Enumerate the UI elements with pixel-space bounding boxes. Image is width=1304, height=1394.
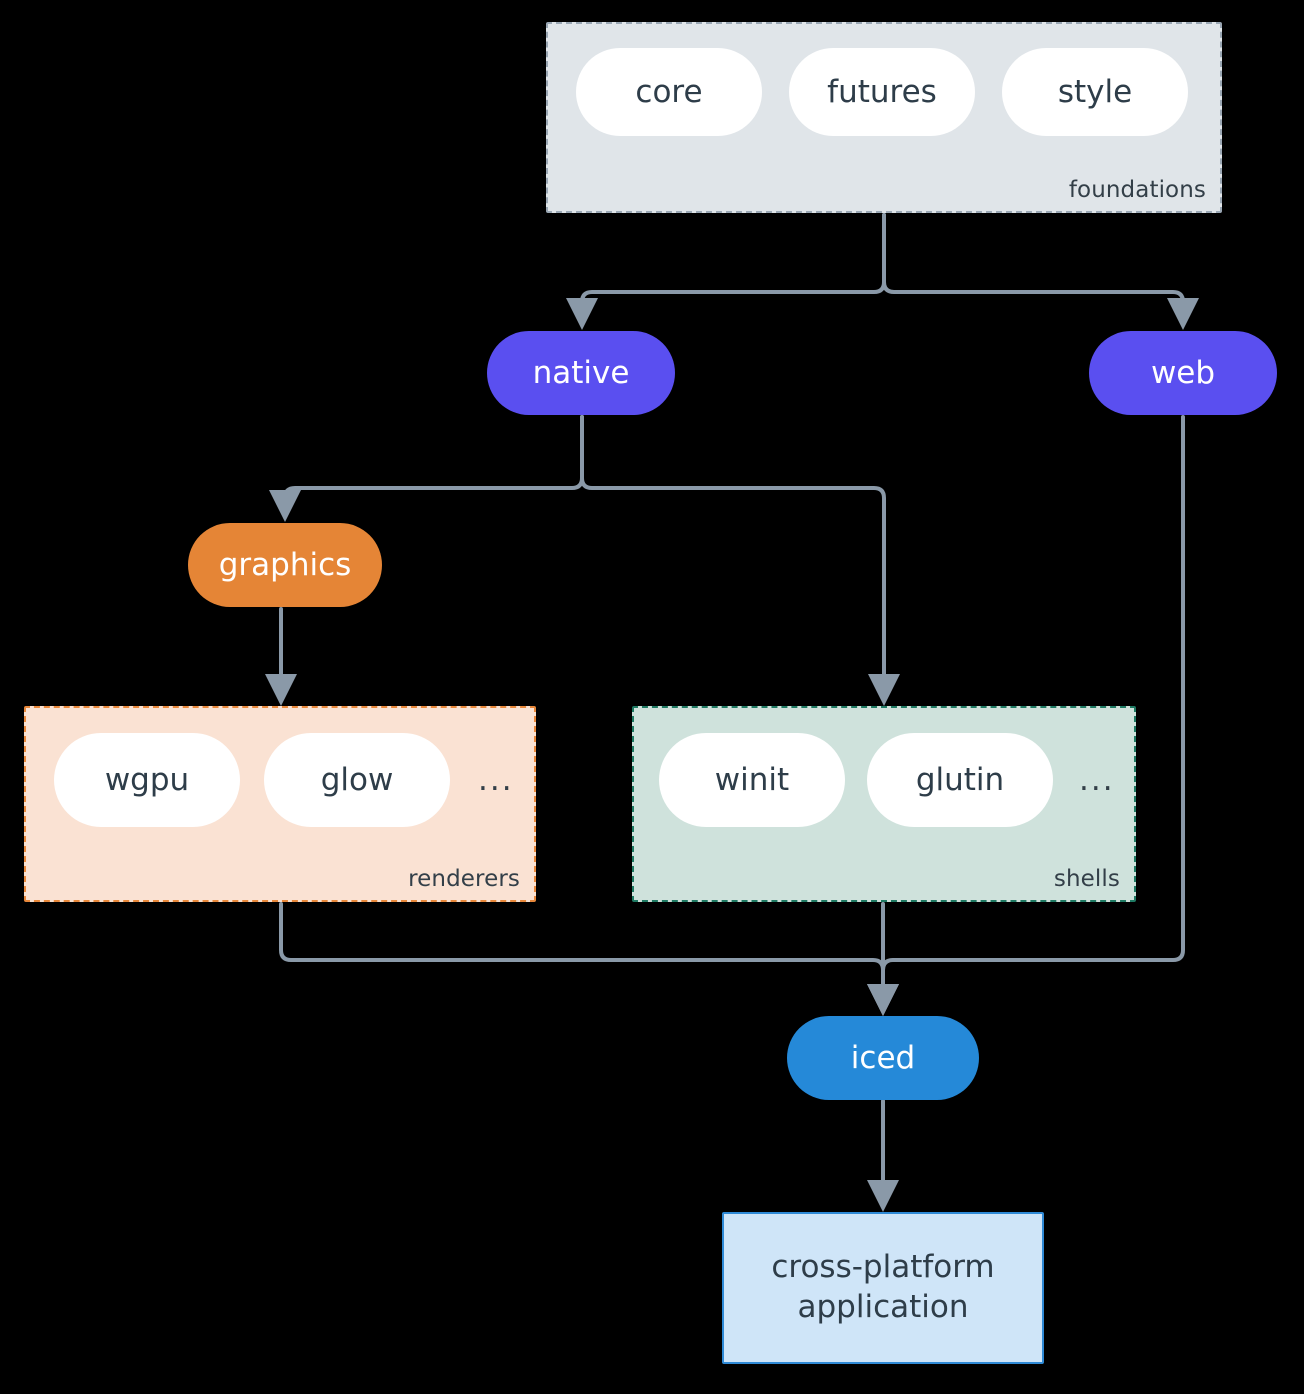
renderers-ellipsis: ... (478, 761, 514, 798)
node-iced[interactable]: iced (787, 1016, 979, 1100)
cluster-shells: winit glutin ... shells (632, 706, 1136, 902)
node-futures[interactable]: futures (789, 48, 975, 136)
application-label-line1: cross-platform (771, 1249, 995, 1286)
node-web[interactable]: web (1089, 331, 1277, 415)
node-cross-platform-application[interactable]: cross-platform application (722, 1212, 1044, 1364)
edge-native-graphics (269, 415, 584, 522)
edge-foundations-native (566, 213, 886, 330)
edge-web-iced (867, 415, 1185, 1016)
node-core[interactable]: core (576, 48, 762, 136)
application-label-line2: application (797, 1289, 969, 1325)
node-native[interactable]: native (487, 331, 675, 415)
node-wgpu[interactable]: wgpu (54, 733, 240, 827)
cluster-shells-label: shells (1053, 866, 1120, 892)
cluster-renderers-label: renderers (408, 866, 520, 892)
cluster-renderers: wgpu glow ... renderers (24, 706, 536, 902)
edge-foundations-web (882, 213, 1199, 330)
edge-renderers-iced (279, 902, 899, 1016)
edge-native-shells (580, 415, 900, 706)
shells-ellipsis: ... (1079, 761, 1115, 798)
node-graphics[interactable]: graphics (188, 523, 382, 607)
node-glutin[interactable]: glutin (867, 733, 1053, 827)
cluster-foundations-items: core futures style (576, 48, 1188, 136)
cluster-foundations: core futures style foundations (546, 22, 1222, 213)
node-style[interactable]: style (1002, 48, 1188, 136)
node-glow[interactable]: glow (264, 733, 450, 827)
cluster-foundations-label: foundations (1068, 177, 1206, 203)
node-winit[interactable]: winit (659, 733, 845, 827)
cluster-renderers-items: wgpu glow ... (54, 733, 518, 827)
cluster-shells-items: winit glutin ... (659, 733, 1119, 827)
